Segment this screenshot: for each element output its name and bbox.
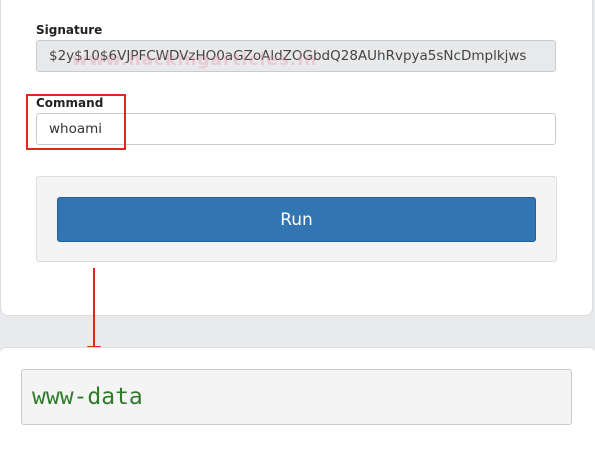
signature-label: Signature bbox=[36, 23, 103, 37]
signature-field[interactable]: $2y$10$6VJPFCWDVzHO0aGZoAldZOGbdQ28AUhRv… bbox=[36, 40, 556, 72]
run-button-container: Run bbox=[36, 176, 557, 262]
run-button[interactable]: Run bbox=[57, 197, 536, 242]
command-label: Command bbox=[36, 96, 104, 110]
command-output: www-data bbox=[21, 369, 572, 425]
command-input[interactable] bbox=[36, 113, 556, 145]
